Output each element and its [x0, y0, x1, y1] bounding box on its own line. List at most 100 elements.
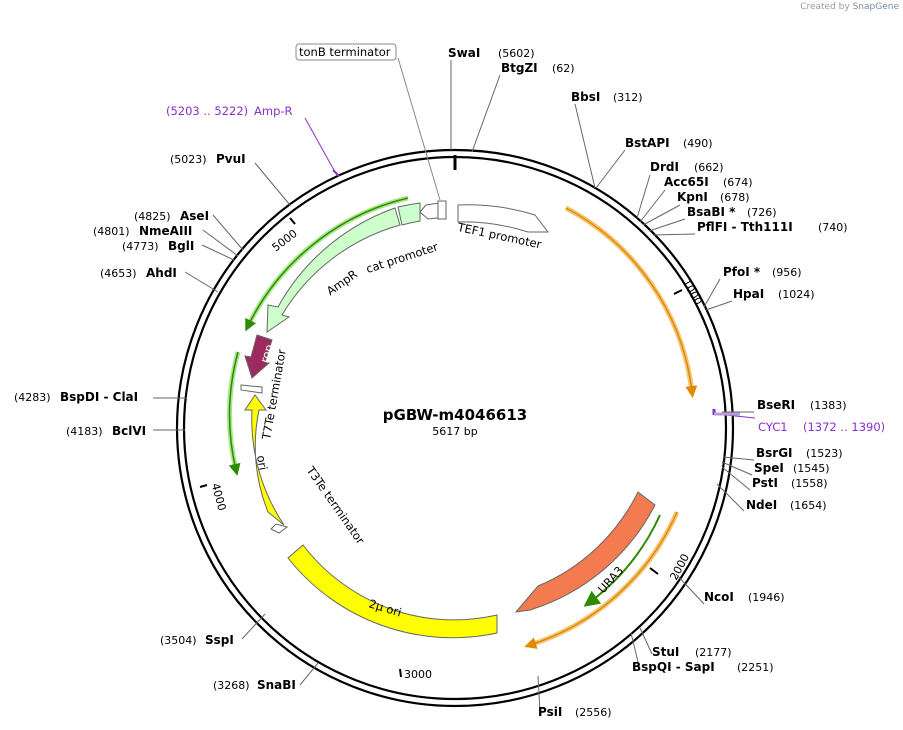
tick-5000: 5000	[270, 217, 300, 254]
feature-t3te-terminator[interactable]	[270, 523, 289, 534]
site-stui[interactable]: StuI(2177)	[652, 645, 732, 659]
site-ndei[interactable]: NdeI (1654)	[746, 498, 827, 512]
tick-3000: 3000	[399, 668, 432, 681]
orf-lower-green	[583, 514, 661, 607]
backbone-outer	[175, 148, 735, 708]
svg-text:NcoI: NcoI	[704, 590, 734, 604]
svg-text:(4183): (4183)	[66, 425, 103, 438]
site-bgli[interactable]: (4773)BglI	[122, 239, 194, 253]
feature-tonb-box	[437, 200, 447, 220]
svg-text:(1545): (1545)	[793, 462, 830, 475]
site-leaders	[153, 60, 755, 713]
svg-text:(3268): (3268)	[213, 679, 250, 692]
svg-text:AhdI: AhdI	[146, 266, 177, 280]
orf-left-green-core	[245, 197, 409, 332]
credit-prefix: Created by	[800, 2, 850, 12]
svg-text:KpnI: KpnI	[677, 190, 708, 204]
svg-text:(674): (674)	[723, 176, 753, 189]
site-pvui[interactable]: (5023)PvuI	[170, 152, 246, 166]
site-ncoi[interactable]: NcoI (1946)	[704, 590, 785, 604]
svg-text:(4773): (4773)	[122, 240, 159, 253]
svg-text:BspQI - SapI: BspQI - SapI	[632, 660, 715, 674]
site-kpni[interactable]: KpnI (678)	[677, 190, 750, 204]
primer-ampr-leader	[304, 117, 336, 173]
primer-ampr[interactable]: (5203 .. 5222) Amp-R	[166, 104, 293, 118]
orf-right-orange-core	[565, 207, 698, 398]
svg-text:(5602): (5602)	[498, 47, 535, 60]
site-bbsi[interactable]: BbsI(312)	[571, 90, 643, 104]
svg-text:Acc65I: Acc65I	[664, 175, 709, 189]
site-psti[interactable]: PstI(1558)	[752, 476, 828, 490]
feature-ori[interactable]	[244, 394, 285, 526]
svg-text:(4283): (4283)	[14, 391, 51, 404]
svg-text:PsiI: PsiI	[538, 705, 562, 719]
label-ampr: AmpR	[324, 267, 360, 298]
svg-text:BstAPI: BstAPI	[625, 136, 670, 150]
feature-tef1-promoter[interactable]	[457, 204, 550, 233]
site-bspqi-sapi[interactable]: BspQI - SapI (2251)	[632, 660, 774, 674]
svg-text:(1946): (1946)	[748, 591, 785, 604]
feature-cat-promoter[interactable]	[397, 202, 421, 226]
label-tonb-terminator: tonB terminator	[299, 45, 391, 59]
orf-left-green-lower-core	[228, 351, 241, 476]
svg-text:PstI: PstI	[752, 476, 778, 490]
svg-text:(2251): (2251)	[737, 661, 774, 674]
site-acc65i[interactable]: Acc65I (674)	[664, 175, 753, 189]
tick-1000: 1000	[673, 277, 705, 307]
site-pflfi-tth111i[interactable]: PflFI - Tth111I(740)	[697, 220, 848, 234]
tonb-label-box	[295, 43, 397, 61]
svg-text:NdeI: NdeI	[746, 498, 777, 512]
site-asei[interactable]: (4825)AseI	[134, 209, 209, 223]
svg-text:(1654): (1654)	[790, 499, 827, 512]
site-bclvi[interactable]: (4183)BclVI	[66, 424, 146, 438]
site-spei[interactable]: SpeI(1545)	[754, 461, 830, 475]
svg-text:CYC1: CYC1	[758, 420, 788, 434]
tonb-leader	[397, 57, 441, 201]
site-snabi[interactable]: (3268) SnaBI	[213, 678, 296, 692]
site-bseri[interactable]: BseRI (1383)	[757, 398, 847, 412]
svg-text:BsaBI *: BsaBI *	[687, 205, 736, 219]
svg-text:SspI: SspI	[205, 633, 234, 647]
site-psii[interactable]: PsiI (2556)	[538, 705, 612, 719]
svg-text:(1383): (1383)	[810, 399, 847, 412]
site-hpai[interactable]: HpaI (1024)	[733, 287, 815, 301]
svg-text:(5203 .. 5222): (5203 .. 5222)	[166, 104, 248, 118]
site-btgzi[interactable]: BtgZI (62)	[501, 61, 575, 75]
feature-rop[interactable]	[244, 334, 273, 379]
feature-ampr[interactable]	[266, 207, 401, 333]
site-drdi[interactable]: DrdI(662)	[650, 160, 724, 174]
site-sspi[interactable]: (3504)SspI	[160, 633, 234, 647]
svg-text:BsrGI: BsrGI	[756, 446, 793, 460]
site-bspdi-clai[interactable]: (4283)BspDI - ClaI	[14, 390, 138, 404]
site-nmeaiii[interactable]: (4801)NmeAIII	[93, 224, 192, 238]
site-bstapi[interactable]: BstAPI(490)	[625, 136, 713, 150]
svg-text:4000: 4000	[209, 482, 229, 512]
feature-ura3[interactable]	[514, 491, 656, 613]
site-bsrgi[interactable]: BsrGI(1523)	[756, 446, 843, 460]
site-swai[interactable]: SwaI (5602)	[448, 46, 535, 60]
svg-text:SwaI: SwaI	[448, 46, 480, 60]
svg-text:HpaI: HpaI	[733, 287, 764, 301]
orf-lower-orange-core	[524, 511, 678, 649]
site-pfoi[interactable]: PfoI *(956)	[723, 265, 802, 279]
svg-text:(678): (678)	[720, 191, 750, 204]
primer-cyc1[interactable]: CYC1(1372 .. 1390)	[758, 420, 885, 434]
tick-4000: 4000	[199, 482, 229, 512]
svg-text:3000: 3000	[404, 668, 432, 681]
svg-text:PflFI - Tth111I: PflFI - Tth111I	[697, 220, 793, 234]
svg-text:(62): (62)	[552, 62, 575, 75]
site-bsabi[interactable]: BsaBI *(726)	[687, 205, 777, 219]
feature-2mu-ori[interactable]	[287, 544, 498, 639]
svg-text:BseRI: BseRI	[757, 398, 795, 412]
svg-text:(4653): (4653)	[100, 267, 137, 280]
svg-text:(2556): (2556)	[575, 706, 612, 719]
svg-text:Amp-R: Amp-R	[254, 104, 293, 118]
svg-text:SnaBI: SnaBI	[257, 678, 296, 692]
site-ahdi[interactable]: (4653) AhdI	[100, 266, 177, 280]
orf-right-orange	[564, 205, 695, 393]
svg-text:(1024): (1024)	[778, 288, 815, 301]
svg-text:BtgZI: BtgZI	[501, 61, 538, 75]
feature-t7te-terminator[interactable]	[240, 384, 263, 394]
svg-text:(4825): (4825)	[134, 210, 171, 223]
